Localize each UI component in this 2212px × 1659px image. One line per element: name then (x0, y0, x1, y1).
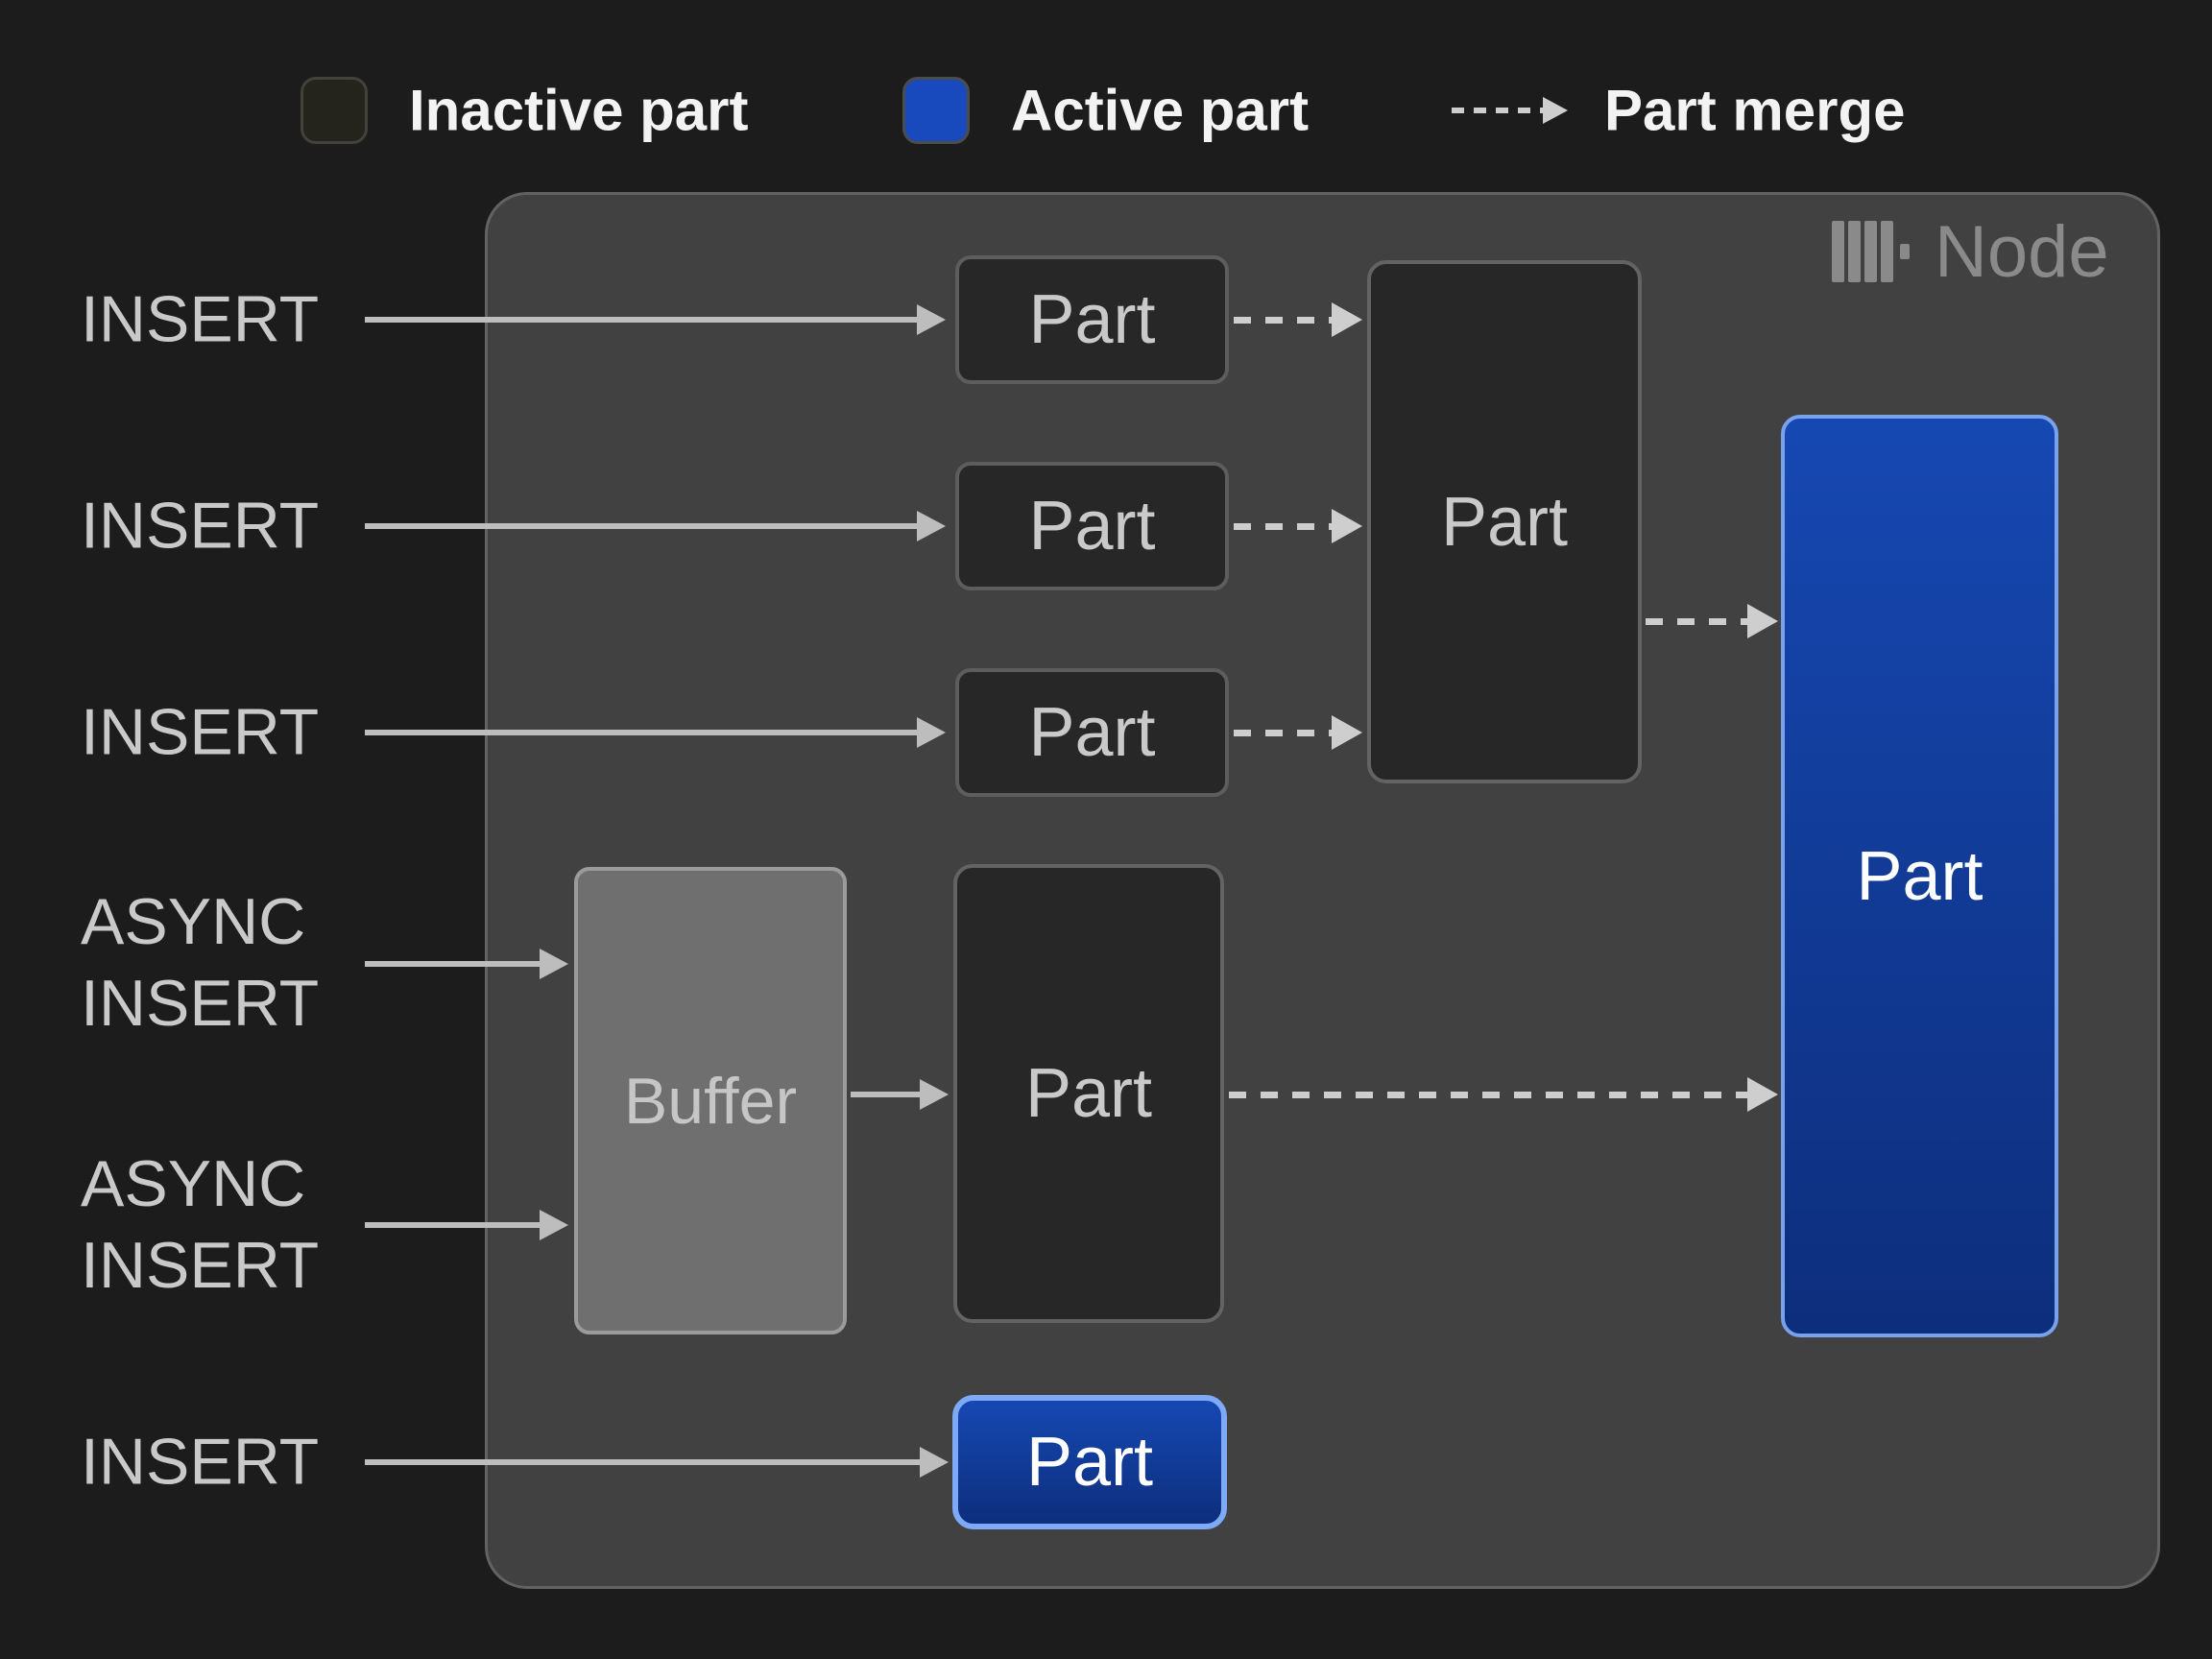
arrowhead (1332, 715, 1362, 750)
async-insert-arrow-2 (365, 1210, 568, 1240)
insert-label-3: INSERT (81, 695, 320, 769)
part-box-active-small: Part (952, 1395, 1227, 1529)
arrowhead (1332, 509, 1362, 543)
buffer-box: Buffer (574, 867, 847, 1334)
part-box-inactive-1: Part (955, 255, 1229, 384)
arrowhead (920, 1447, 949, 1478)
arrowhead (1332, 302, 1362, 337)
async-insert-arrow-1 (365, 949, 568, 979)
part-label: Part (1028, 488, 1156, 565)
arrowhead (1747, 604, 1778, 638)
insert-label-2: INSERT (81, 489, 320, 563)
merge-arrow-long (1229, 1077, 1778, 1112)
part-label: Part (1440, 483, 1569, 561)
async-insert-label-1: ASYNC INSERT (81, 885, 320, 1040)
merge-arrow-3 (1234, 715, 1362, 750)
buffer-label: Buffer (623, 1064, 798, 1138)
insert-arrow-3 (365, 717, 946, 748)
arrowhead (1543, 97, 1568, 124)
arrowhead (540, 949, 568, 979)
merge-arrow-1 (1234, 302, 1362, 337)
arrowhead (920, 1079, 949, 1110)
node-title-label: Node (1935, 210, 2109, 293)
part-label: Part (1025, 1424, 1154, 1501)
arrowhead (1747, 1077, 1778, 1112)
legend-inactive-label: Inactive part (409, 78, 749, 143)
clickhouse-logo-icon (1832, 221, 1910, 282)
insert-label-1: INSERT (81, 282, 320, 356)
active-part-swatch (902, 77, 970, 144)
part-merge-arrow-icon (1452, 97, 1568, 124)
part-label: Part (1856, 837, 1984, 915)
part-box-buffer-flush: Part (953, 864, 1224, 1323)
part-box-active-large: Part (1781, 415, 2058, 1337)
insert-arrow-2 (365, 511, 946, 541)
insert-label-4: INSERT (81, 1425, 320, 1499)
insert-arrow-1 (365, 304, 946, 335)
part-label: Part (1028, 281, 1156, 358)
arrowhead (917, 511, 946, 541)
buffer-flush-arrow (851, 1079, 949, 1110)
part-box-inactive-2: Part (955, 462, 1229, 590)
part-box-merged: Part (1367, 260, 1642, 783)
merge-arrow-to-active (1646, 604, 1778, 638)
inactive-part-swatch (301, 77, 368, 144)
async-insert-label-2: ASYNC INSERT (81, 1147, 320, 1302)
arrowhead (540, 1210, 568, 1240)
dashed-line (1452, 108, 1547, 113)
part-box-inactive-3: Part (955, 668, 1229, 797)
arrowhead (917, 717, 946, 748)
legend-active-label: Active part (1011, 78, 1310, 143)
merge-arrow-2 (1234, 509, 1362, 543)
node-title: Node (1832, 211, 2109, 293)
part-label: Part (1024, 1055, 1153, 1132)
part-label: Part (1028, 694, 1156, 771)
arrowhead (917, 304, 946, 335)
legend-merge-label: Part merge (1604, 78, 1906, 143)
insert-arrow-4 (365, 1447, 949, 1478)
